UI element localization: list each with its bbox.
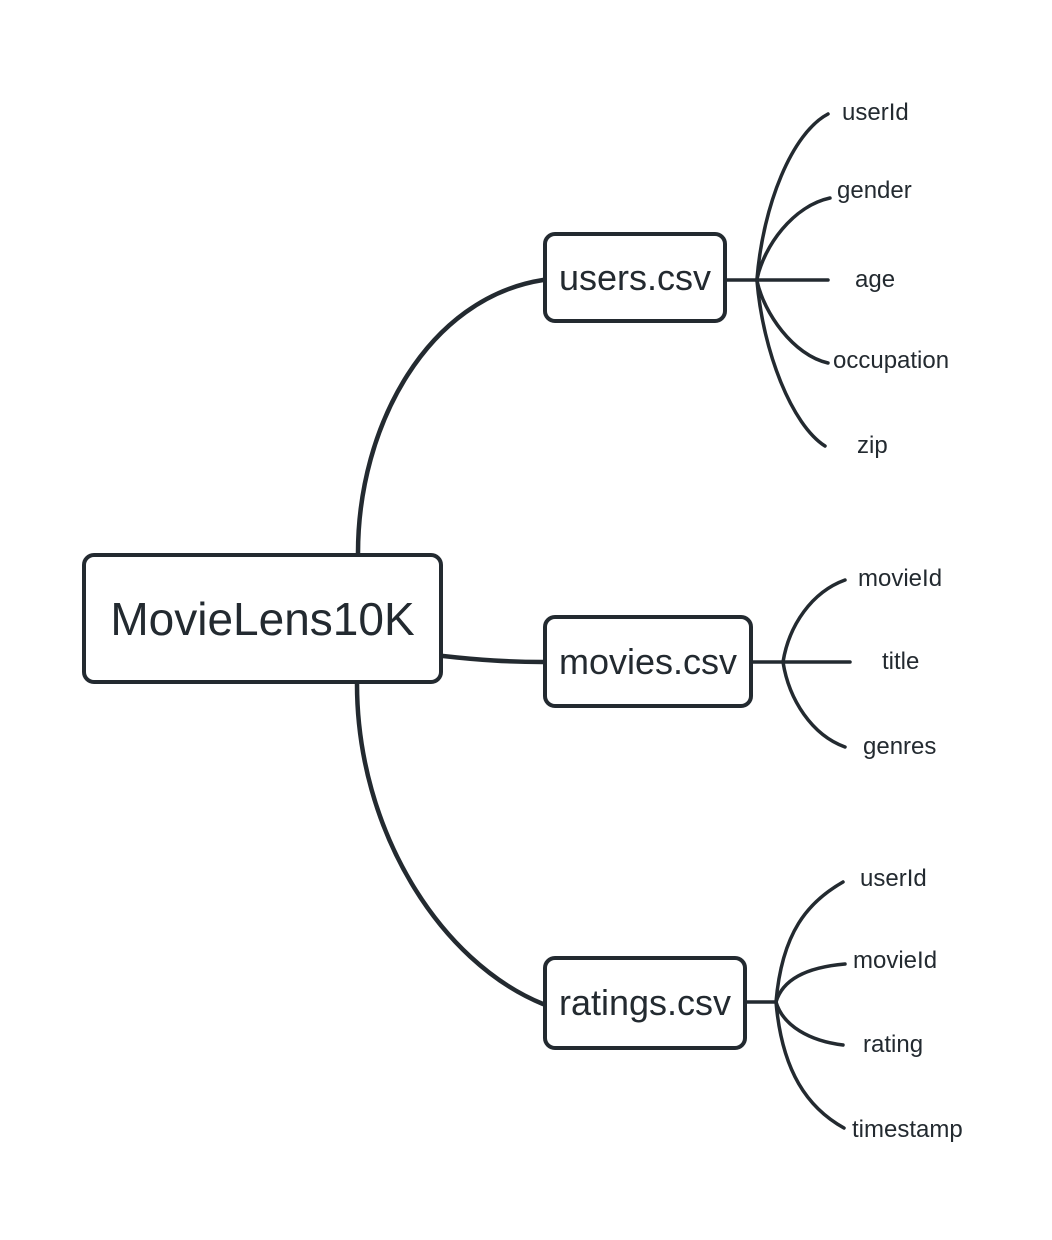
field-users-zip[interactable]: zip — [857, 432, 888, 459]
field-ratings-userid[interactable]: userId — [860, 865, 927, 892]
connector-ratings-rating — [774, 1000, 845, 1047]
field-users-occupation[interactable]: occupation — [833, 347, 950, 374]
connector-users-gender — [755, 196, 832, 281]
field-movies-movieid[interactable]: movieId — [858, 565, 943, 592]
connector-movies-movieid — [781, 578, 847, 664]
field-movies-title[interactable]: title — [882, 648, 920, 675]
node-users-csv[interactable]: users.csv — [543, 232, 727, 323]
field-ratings-movieid[interactable]: movieId — [853, 947, 938, 974]
connector-users-zip — [755, 279, 827, 448]
node-movielens10k[interactable]: MovieLens10K — [82, 553, 443, 684]
connector-root-users — [355, 277, 546, 556]
connector-root-ratings — [354, 681, 546, 1007]
node-ratings-csv-label: ratings.csv — [558, 982, 732, 1023]
connector-movies-genres — [781, 660, 847, 749]
field-users-gender[interactable]: gender — [837, 177, 912, 204]
field-ratings-timestamp[interactable]: timestamp — [852, 1116, 963, 1143]
connector-users-userid — [755, 112, 830, 281]
field-users-age[interactable]: age — [855, 266, 896, 293]
connector-ratings-userid — [774, 880, 845, 1004]
connector-root-movies — [440, 653, 546, 665]
node-movielens10k-label: MovieLens10K — [110, 592, 415, 645]
connector-ratings-timestamp — [774, 1000, 846, 1130]
node-ratings-csv[interactable]: ratings.csv — [543, 956, 747, 1050]
field-movies-genres[interactable]: genres — [863, 733, 937, 760]
field-users-userid[interactable]: userId — [842, 99, 909, 126]
node-movies-csv-label: movies.csv — [558, 640, 738, 682]
field-ratings-rating[interactable]: rating — [863, 1031, 924, 1058]
node-movies-csv[interactable]: movies.csv — [543, 615, 753, 708]
connector-users-occupation — [755, 279, 830, 365]
connector-ratings-movieid — [774, 962, 847, 1004]
node-users-csv-label: users.csv — [558, 256, 712, 298]
